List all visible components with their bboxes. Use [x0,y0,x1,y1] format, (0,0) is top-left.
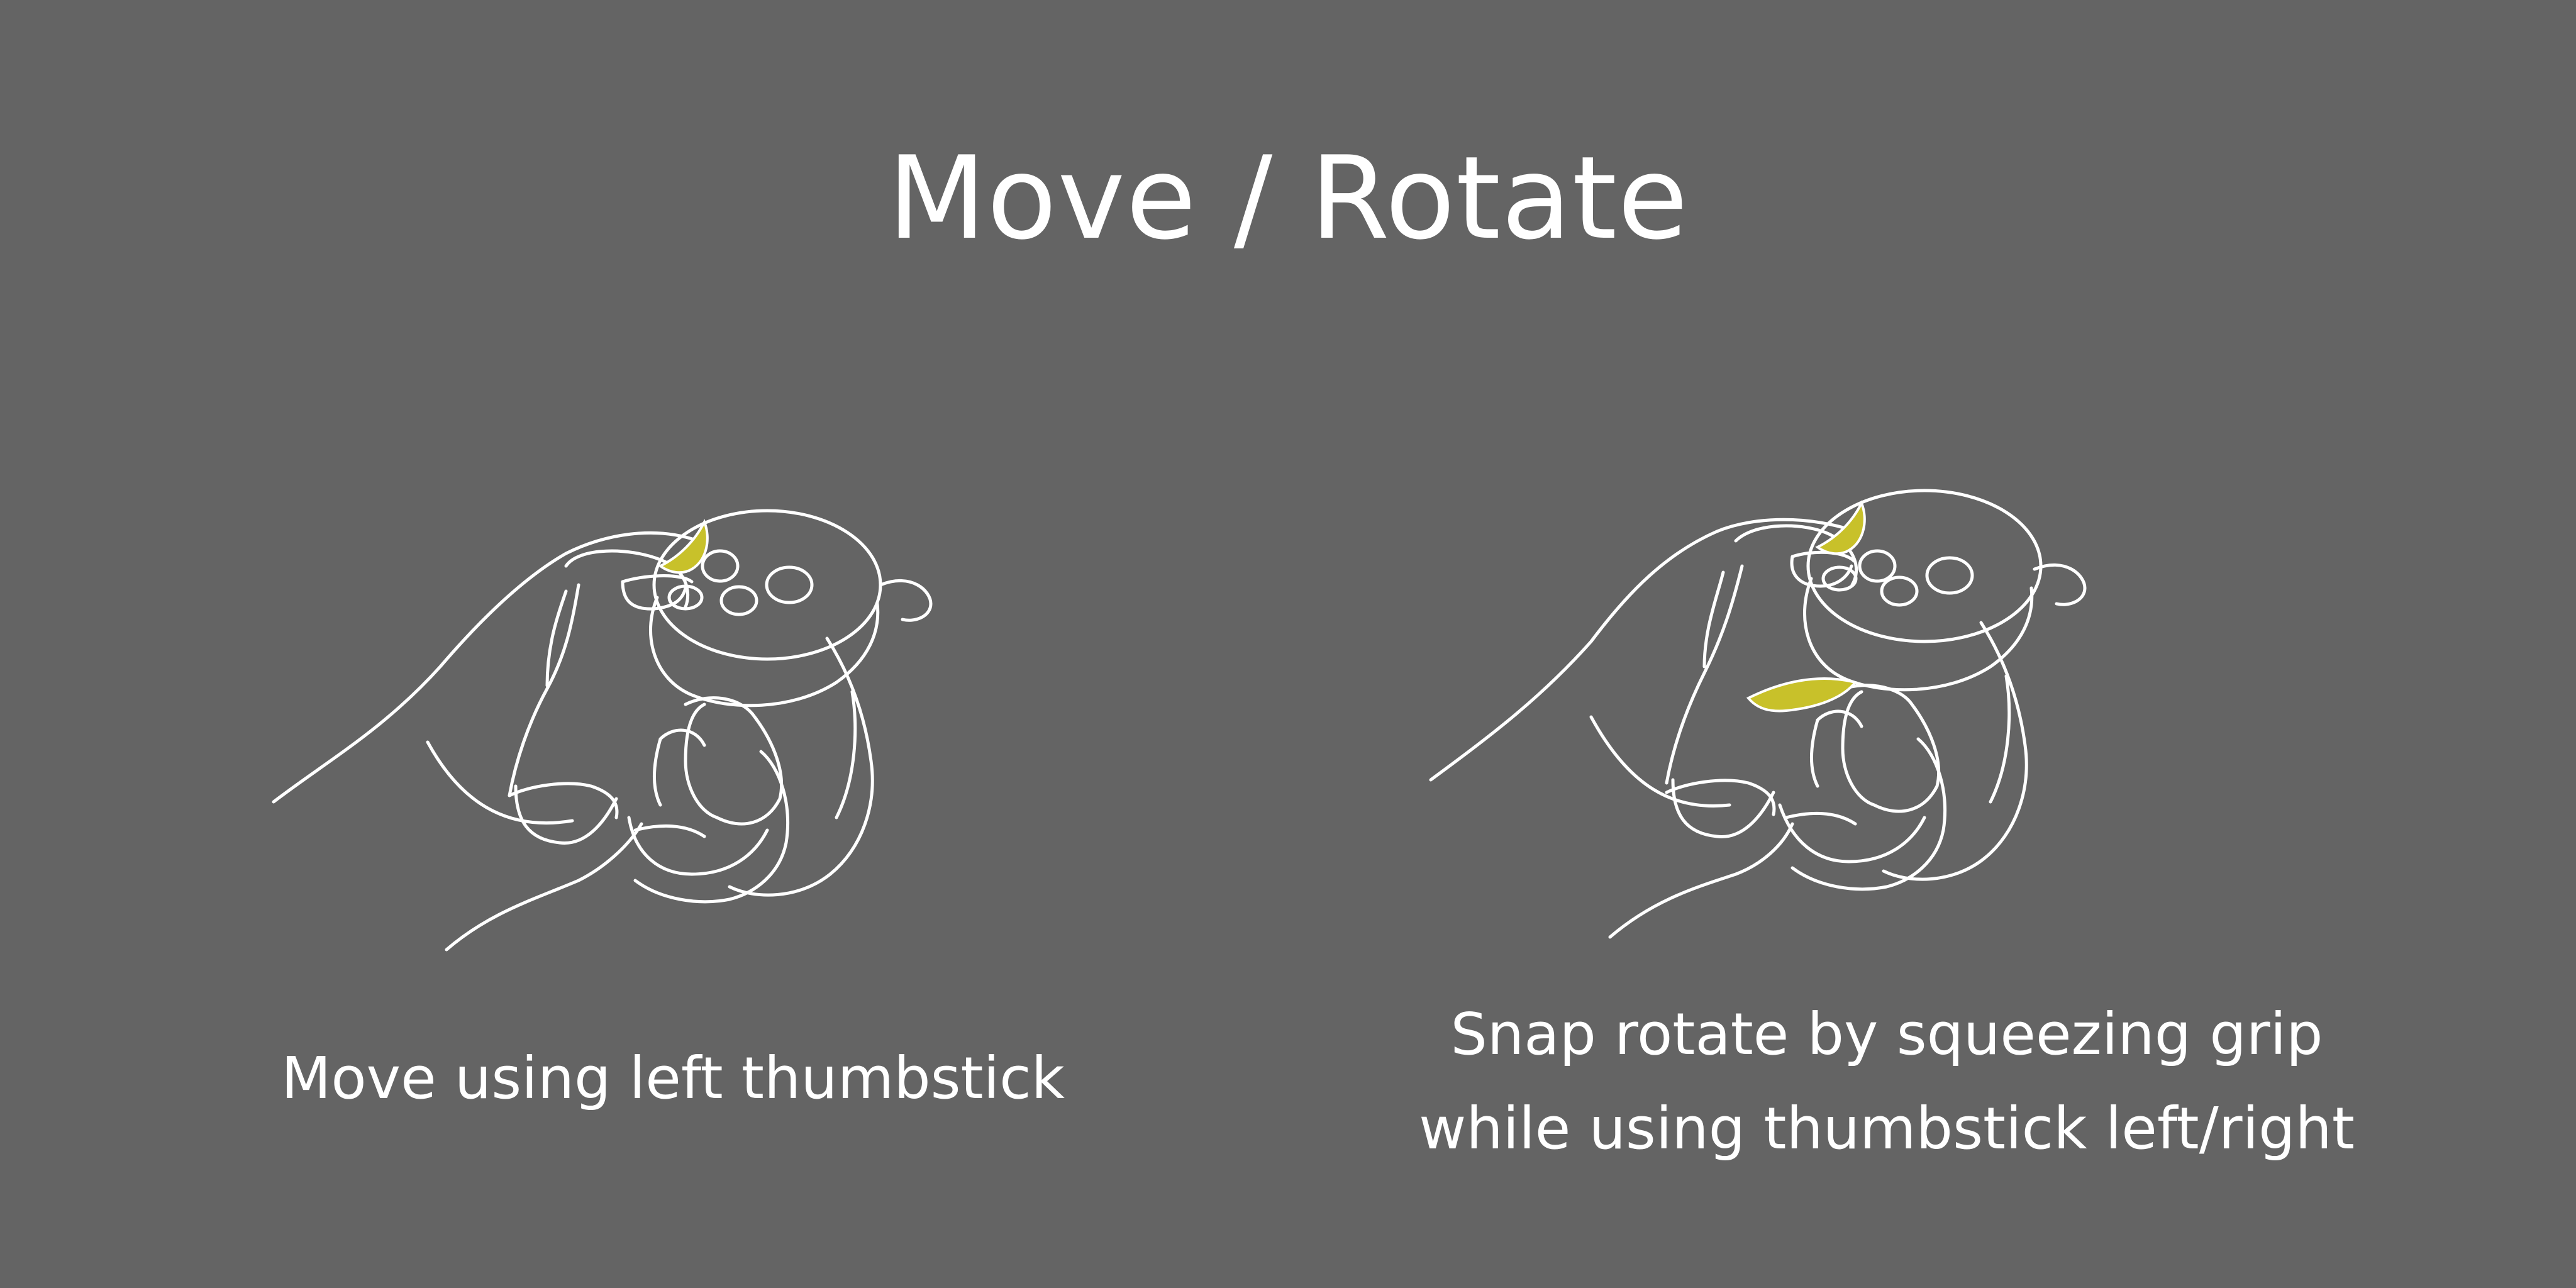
left-hand-outline [272,531,790,952]
rotate-caption-line-1: Snap rotate by squeezing grip [1450,1001,2323,1068]
controller-hand-illustration-right [1429,489,2087,939]
move-caption: Move using left thumbstick [280,1045,1065,1112]
page-title: Move / Rotate [887,131,1689,265]
rotate-caption: Snap rotate by squeezing grip while usin… [1352,987,2421,1176]
right-controller-outline [1803,489,2087,881]
left-controller-outline [649,509,933,897]
controller-hand-illustration-left [272,509,933,952]
thumbstick-highlight [658,519,709,574]
grip-highlight [1746,677,1858,713]
thumbstick-highlight-right [1815,500,1866,555]
move-illustration-panel [252,377,1069,1006]
rotate-illustration-panel [1402,377,2220,1006]
rotate-caption-line-2: while using thumbstick left/right [1419,1095,2355,1162]
right-hand-outline [1429,518,1947,939]
